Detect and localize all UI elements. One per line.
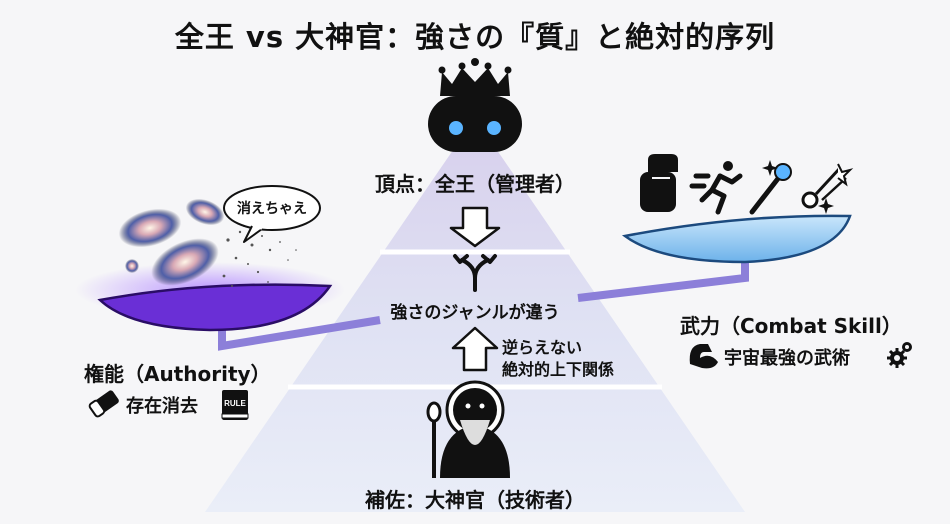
rule-book-icon: RULE xyxy=(221,390,249,420)
top-label: 頂点：全王（管理者） xyxy=(375,172,575,196)
hierarchy-label-2: 絶対的上下関係 xyxy=(502,360,615,379)
rule-badge-text: RULE xyxy=(224,399,246,408)
gears-icon xyxy=(887,342,912,368)
right-subtitle: 宇宙最強の武術 xyxy=(724,348,850,369)
galaxy-icon xyxy=(118,198,297,287)
muscle-icon xyxy=(689,344,718,369)
speech-bubble xyxy=(223,185,321,243)
split-arrow-icon xyxy=(453,254,497,292)
crowned-head-icon xyxy=(428,58,522,152)
fist-icon xyxy=(640,154,678,212)
running-icon xyxy=(689,161,743,215)
pyramid xyxy=(205,118,745,512)
bubble-text: 消えちゃえ xyxy=(237,201,307,217)
right-title: 武力（Combat Skill） xyxy=(680,314,902,338)
hierarchy-label-1: 逆らえない xyxy=(502,338,583,357)
energy-blast-icon xyxy=(801,163,854,214)
left-purple-bowl xyxy=(97,283,333,332)
down-arrow-icon xyxy=(449,206,501,248)
grand-priest-icon xyxy=(426,380,510,478)
staff-icon xyxy=(749,160,792,215)
right-blue-bowl xyxy=(621,214,852,264)
middle-label: 強さのジャンルが違う xyxy=(390,303,560,323)
right-balance-arm xyxy=(577,258,749,302)
bottom-label: 補佐：大神官（技術者） xyxy=(365,488,585,512)
diagram-title: 全王 vs 大神官：強さの『質』と絶対的序列 xyxy=(174,20,776,54)
left-subtitle: 存在消去 xyxy=(126,396,198,417)
left-title: 権能（Authority） xyxy=(84,362,271,386)
eraser-icon xyxy=(88,390,119,418)
up-arrow-icon xyxy=(451,326,499,372)
